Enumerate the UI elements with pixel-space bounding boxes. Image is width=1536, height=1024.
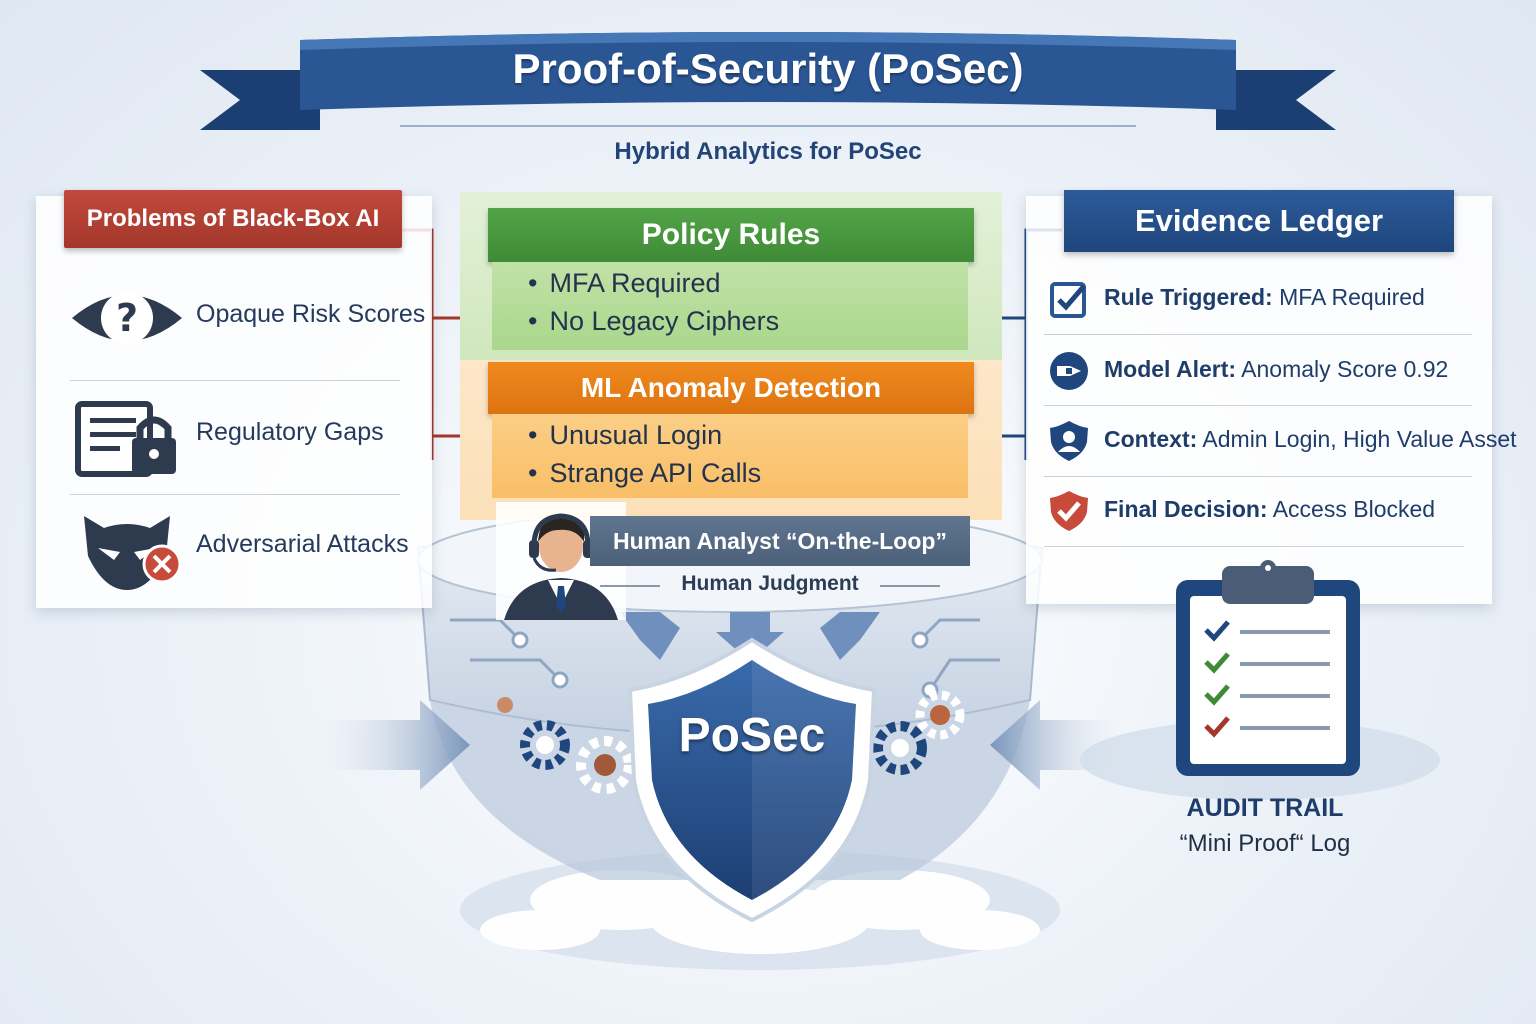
judgment-arrows (620, 612, 880, 662)
problem-item-regulatory: Regulatory Gaps (70, 388, 410, 484)
policy-rules-header: Policy Rules (488, 208, 974, 262)
evidence-ledger-panel (1026, 196, 1492, 604)
mask-x-icon (84, 516, 182, 590)
ledger-key: Model Alert: (1104, 356, 1237, 382)
policy-rule-item: MFA Required (528, 268, 720, 299)
ledger-item-model: Model Alert: Anomaly Score 0.92 (1048, 340, 1478, 400)
ledger-value: Anomaly Score 0.92 (1241, 356, 1449, 382)
ledger-item-decision: Final Decision: Access Blocked (1048, 480, 1478, 540)
policy-rule-item: No Legacy Ciphers (528, 306, 779, 337)
ledger-item-context: Context: Admin Login, High Value Asset (1048, 410, 1517, 470)
human-analyst-banner: Human Analyst “On-the-Loop” (590, 516, 970, 566)
ledger-value: MFA Required (1279, 284, 1425, 310)
evidence-ledger-header: Evidence Ledger (1064, 190, 1454, 252)
ml-detection-item: Unusual Login (528, 420, 722, 451)
posec-label: PoSec (678, 709, 826, 762)
ml-detection-item: Strange API Calls (528, 458, 761, 489)
problem-label: Regulatory Gaps (196, 418, 384, 446)
divider (70, 494, 400, 495)
policy-rules-body: MFA Required No Legacy Ciphers (492, 262, 968, 350)
human-judgment-label: Human Judgment (681, 572, 859, 595)
audit-trail-title: AUDIT TRAIL (1186, 794, 1344, 822)
ledger-value: Access Blocked (1272, 496, 1436, 522)
clipboard-icon (1176, 560, 1360, 776)
user-shield-icon (1050, 421, 1088, 461)
eye-question-icon: ? (72, 292, 182, 344)
problem-label: Opaque Risk Scores (196, 300, 426, 328)
page-subtitle: Hybrid Analytics for PoSec (614, 138, 922, 165)
title-banner (200, 32, 1336, 130)
cloud-base (460, 850, 1060, 970)
problem-label: Adversarial Attacks (196, 530, 409, 558)
ml-detection-header: ML Anomaly Detection (488, 362, 974, 414)
ledger-item-rule: Rule Triggered: MFA Required (1048, 268, 1478, 328)
left-input-arrow (300, 700, 470, 790)
ml-detection-body: Unusual Login Strange API Calls (492, 414, 968, 498)
audit-trail-subtitle: “Mini Proof“ Log (1179, 830, 1351, 857)
alert-icon (1050, 352, 1088, 390)
problem-item-opaque: ? Opaque Risk Scores (70, 270, 425, 366)
divider (1044, 405, 1472, 406)
ledger-value: Admin Login, High Value Asset (1202, 426, 1517, 452)
divider (1044, 334, 1472, 335)
divider (1044, 546, 1464, 547)
ledger-key: Rule Triggered: (1104, 284, 1273, 310)
page-title: Proof-of-Security (PoSec) (512, 45, 1024, 92)
problems-header: Problems of Black-Box AI (64, 190, 402, 248)
divider (1044, 476, 1472, 477)
document-lock-icon (75, 401, 176, 477)
ledger-key: Context: (1104, 426, 1198, 452)
shield-check-icon (1050, 491, 1088, 531)
judgment-rule (600, 585, 940, 587)
divider (70, 380, 400, 381)
right-input-arrow (990, 700, 1140, 790)
ledger-key: Final Decision: (1104, 496, 1268, 522)
posec-shield (627, 637, 877, 923)
svg-text:?: ? (116, 296, 138, 340)
checkbox-icon (1050, 282, 1086, 318)
problem-item-adversarial: Adversarial Attacks (70, 500, 410, 596)
